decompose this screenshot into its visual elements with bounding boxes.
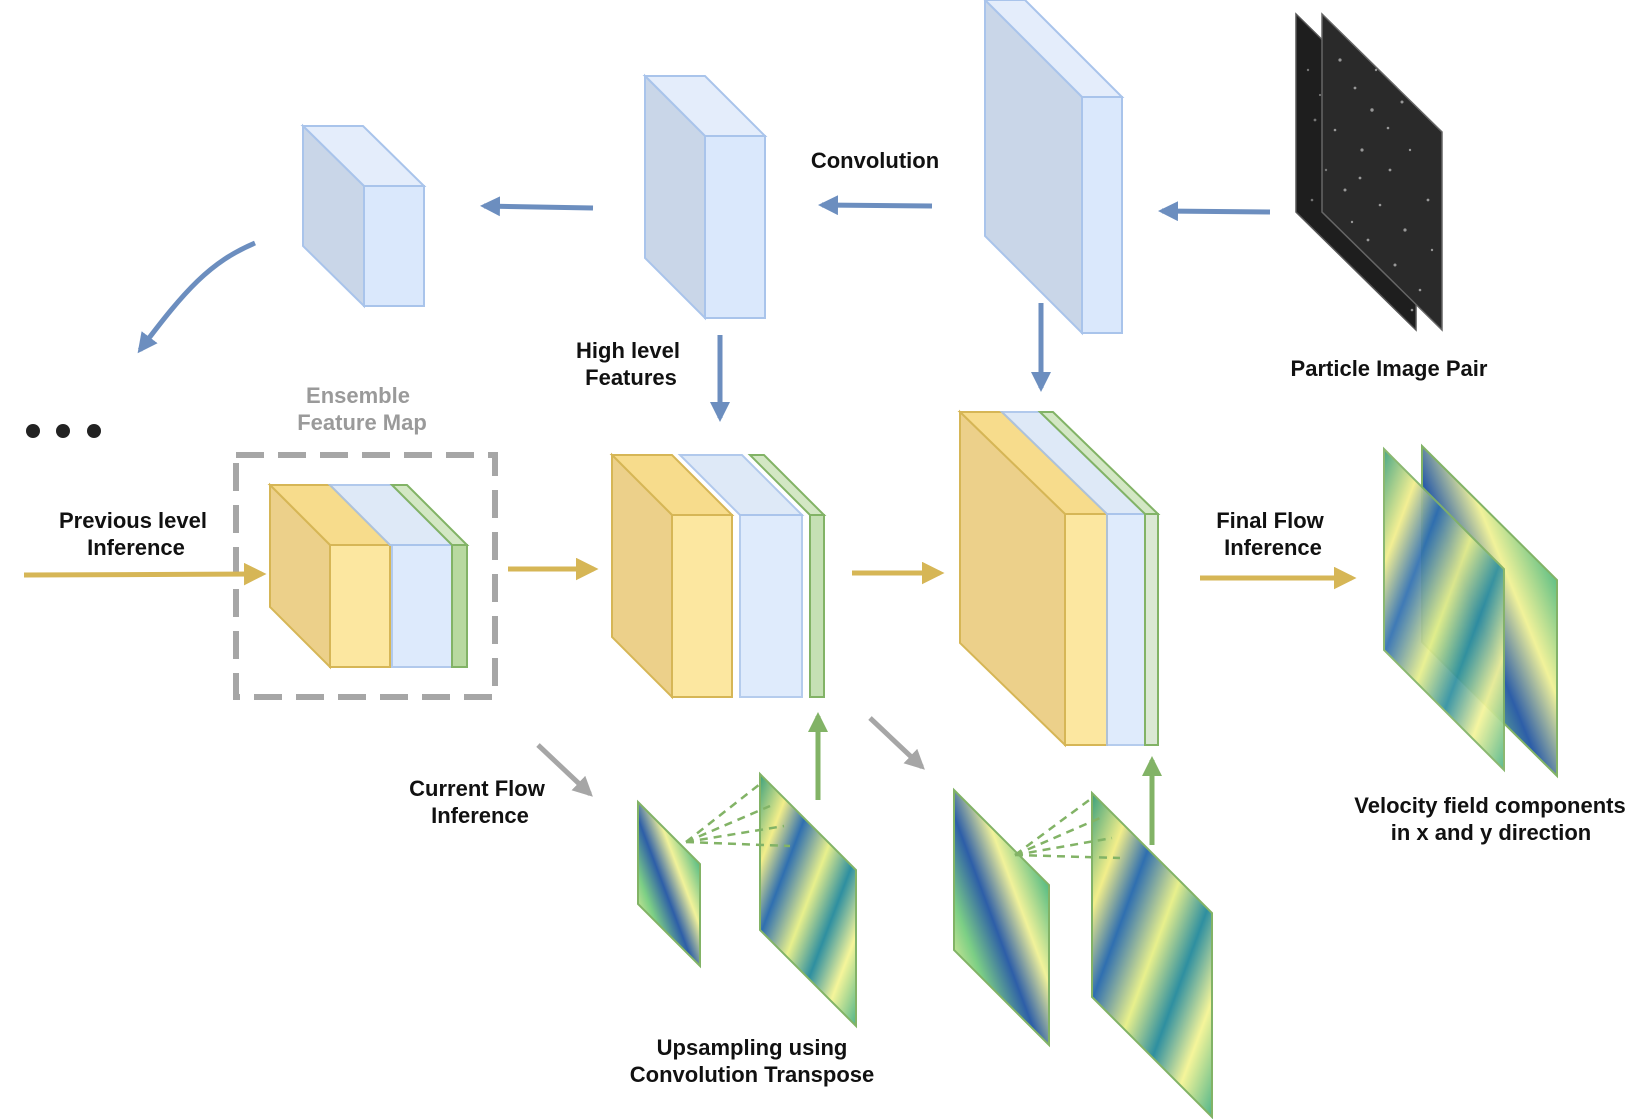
label-convolution: Convolution	[811, 148, 939, 173]
arrow-input	[1158, 201, 1271, 222]
encoder-block-1	[983, 0, 1125, 336]
feature-stack-a	[267, 482, 470, 670]
label-ensemble-line2: Feature Map	[297, 410, 427, 435]
label-previous-line1: Previous level	[59, 508, 207, 533]
label-particle-image-pair: Particle Image Pair	[1291, 356, 1488, 381]
label-current-line1: Current Flow	[409, 776, 546, 801]
encoder-block-3	[300, 123, 427, 309]
arrow-conv-2	[480, 196, 594, 217]
encoder-block-2	[642, 73, 768, 321]
ensemble-dashed-box	[233, 452, 498, 700]
upsampling-pair-1	[637, 771, 857, 1029]
velocity-field-pair	[1383, 443, 1558, 779]
particle-image-pair	[1295, 12, 1443, 332]
upsampling-pair-2	[953, 787, 1213, 1119]
label-high-level-line1: High level	[576, 338, 680, 363]
label-high-level-line2: Features	[585, 365, 677, 390]
arrow-conv-1	[818, 195, 933, 216]
ellipsis-icon	[26, 424, 101, 438]
label-upsampling-line1: Upsampling using	[657, 1035, 848, 1060]
feature-stack-c	[957, 409, 1161, 748]
label-final-line2: Inference	[1224, 535, 1322, 560]
arrow-to-previous	[137, 240, 256, 354]
label-velocity-line1: Velocity field components	[1354, 793, 1625, 818]
label-ensemble-line1: Ensemble	[306, 383, 410, 408]
label-upsampling-line2: Convolution Transpose	[630, 1062, 874, 1087]
label-velocity-line2: in x and y direction	[1391, 820, 1591, 845]
label-final-line1: Final Flow	[1216, 508, 1324, 533]
label-current-line2: Inference	[431, 803, 529, 828]
feature-stack-b	[609, 452, 827, 700]
label-previous-line2: Inference	[87, 535, 185, 560]
arrow-previous-level	[23, 562, 267, 586]
arrow-current-flow-1	[536, 743, 593, 797]
arrow-current-flow-2	[868, 716, 925, 770]
